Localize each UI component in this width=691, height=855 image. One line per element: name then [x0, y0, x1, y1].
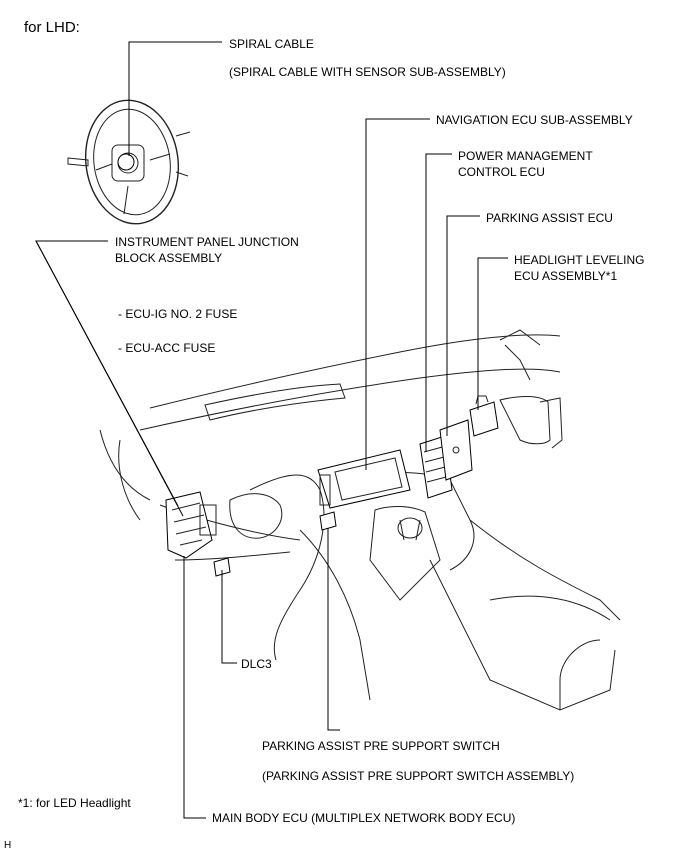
navigation-ecu-label: NAVIGATION ECU SUB-ASSEMBLY: [436, 113, 633, 127]
fuse-ecu-acc-label: - ECU-ACC FUSE: [118, 341, 216, 355]
junction-block-label-line1: INSTRUMENT PANEL JUNCTION: [115, 235, 299, 249]
headlight-leveling-ecu-part: [469, 395, 499, 437]
footnote: *1: for LED Headlight: [18, 796, 131, 810]
region-label: for LHD:: [24, 19, 80, 36]
corner-code: H: [4, 840, 12, 851]
power-management-label-line1: POWER MANAGEMENT: [458, 149, 593, 163]
parking-assist-ecu-part: [439, 419, 473, 481]
power-management-label-line2: CONTROL ECU: [458, 165, 545, 179]
fuse-ecu-ig-label: - ECU-IG NO. 2 FUSE: [118, 307, 238, 321]
pre-support-switch-label: PARKING ASSIST PRE SUPPORT SWITCH: [262, 739, 500, 753]
spiral-cable-subassembly-label: (SPIRAL CABLE WITH SENSOR SUB-ASSEMBLY): [229, 65, 506, 79]
spiral-cable-label: SPIRAL CABLE: [229, 37, 314, 51]
dlc3-label: DLC3: [241, 657, 272, 671]
junction-block-label-line2: BLOCK ASSEMBLY: [115, 251, 223, 265]
navigation-ecu-part: [317, 449, 411, 509]
headlight-leveling-label-line1: HEADLIGHT LEVELING: [514, 253, 645, 267]
pre-support-switch-part: [319, 511, 337, 531]
junction-block-part: [165, 491, 217, 559]
pre-support-switch-assembly-label: (PARKING ASSIST PRE SUPPORT SWITCH ASSEM…: [262, 769, 575, 783]
spiral-cable-part: [117, 153, 135, 171]
main-body-ecu-label: MAIN BODY ECU (MULTIPLEX NETWORK BODY EC…: [212, 811, 516, 825]
parking-assist-ecu-label: PARKING ASSIST ECU: [486, 211, 613, 225]
steering-wheel-drawing: [67, 99, 191, 225]
dashboard-drawing: [99, 329, 621, 711]
dlc3-part: [213, 557, 231, 577]
leader-lines: [35, 41, 508, 819]
headlight-leveling-label-line2: ECU ASSEMBLY*1: [514, 269, 618, 283]
